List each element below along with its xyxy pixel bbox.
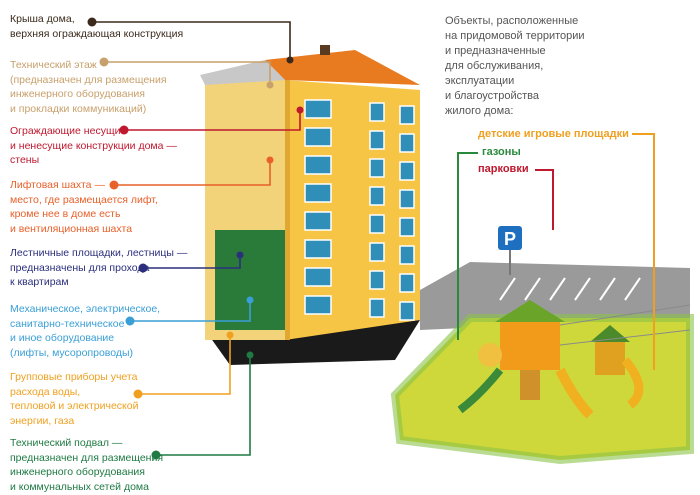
leader-end-meters xyxy=(226,331,234,339)
label-title: Лестничные площадки, лестницы — xyxy=(10,247,188,259)
label-title: Ограждающие несущие xyxy=(10,125,127,137)
leader-line-meters xyxy=(138,335,231,395)
window xyxy=(304,127,332,147)
label-stairs: Лестничные площадки, лестницы — предназна… xyxy=(10,246,187,290)
leader-line-basement xyxy=(156,355,251,456)
window xyxy=(369,130,385,150)
label-text: предназначен для размещения инженерного … xyxy=(10,451,164,493)
label-title: Технический этаж xyxy=(10,59,97,71)
leader-dot-lift xyxy=(109,180,119,190)
playground-equipment xyxy=(457,300,644,419)
label-walls: Ограждающие несущие и ненесущие конструкц… xyxy=(10,124,177,168)
label-title: Крыша дома, xyxy=(10,13,75,25)
leader-lines xyxy=(87,17,304,460)
window xyxy=(399,161,415,181)
window xyxy=(399,301,415,321)
window xyxy=(304,99,332,119)
window xyxy=(399,273,415,293)
window xyxy=(304,155,332,175)
territory-item-parking: парковки xyxy=(478,163,529,175)
window xyxy=(369,158,385,178)
leader-end-stairs xyxy=(236,251,244,259)
leader-line-stairs xyxy=(143,255,241,269)
label-text: предназначены для прохода к квартирам xyxy=(10,261,150,289)
label-meters: Групповые приборы учета расхода воды, теп… xyxy=(10,370,138,428)
label-tech-floor: Технический этаж (предназначен для размещ… xyxy=(10,58,167,116)
leader-line-lift xyxy=(114,160,271,186)
leader-dot-roof xyxy=(87,17,97,27)
label-basement: Технический подвал — предназначен для раз… xyxy=(10,436,163,494)
leader-line-equipment xyxy=(130,300,251,322)
territory-item-lawns: газоны xyxy=(482,146,521,158)
window xyxy=(399,189,415,209)
windows xyxy=(304,99,415,321)
leader-line-roof xyxy=(92,21,291,60)
window xyxy=(399,105,415,125)
window xyxy=(304,211,332,231)
label-text: верхняя ограждающая конструкция xyxy=(10,27,184,40)
leader-dot-tech-floor xyxy=(99,57,109,67)
label-title: Лифтовая шахта — xyxy=(10,179,105,191)
window xyxy=(369,102,385,122)
leader-line-tech-floor xyxy=(104,61,271,85)
window xyxy=(399,217,415,237)
window xyxy=(369,242,385,262)
territory-intro: Объекты, расположенные на придомовой тер… xyxy=(445,15,585,117)
window xyxy=(399,133,415,153)
label-text: и ненесущие конструкции дома — стены xyxy=(10,139,177,167)
window xyxy=(369,298,385,318)
parking-sign-letter: P xyxy=(504,229,516,249)
label-title: Групповые приборы учета xyxy=(10,371,138,383)
label-text: расхода воды, тепловой и электрической э… xyxy=(10,385,139,427)
territory-item-playgrounds: детские игровые площадки xyxy=(478,128,629,140)
leader-dot-basement xyxy=(151,450,161,460)
roof xyxy=(265,50,420,85)
label-text: санитарно-техническое и иное оборудовани… xyxy=(10,317,134,359)
label-text: место, где размещается лифт, кроме нее в… xyxy=(10,193,158,235)
leader-dot-stairs xyxy=(138,263,148,273)
fence xyxy=(559,304,691,346)
window xyxy=(304,239,332,259)
parking-sign xyxy=(498,226,522,250)
label-equipment: Механическое, электрическое, санитарно-те… xyxy=(10,302,160,360)
window xyxy=(369,214,385,234)
leader-end-lift xyxy=(266,156,274,164)
label-title: Механическое, электрическое, xyxy=(10,303,161,315)
window xyxy=(399,245,415,265)
window xyxy=(304,183,332,203)
leader-dot-walls xyxy=(119,125,129,135)
leader-end-tech-floor xyxy=(266,81,274,89)
label-text: (предназначен для размещения инженерного… xyxy=(10,73,167,115)
leader-end-equipment xyxy=(246,296,254,304)
leader-dot-meters xyxy=(133,389,143,399)
leader-end-roof xyxy=(286,56,294,64)
window xyxy=(304,295,332,315)
window xyxy=(304,267,332,287)
parking-lines xyxy=(499,277,641,301)
parking-lot xyxy=(420,262,690,330)
leader-dot-equipment xyxy=(125,316,135,326)
label-lift: Лифтовая шахта — место, где размещается л… xyxy=(10,178,158,236)
leader-end-walls xyxy=(296,106,304,114)
window xyxy=(369,186,385,206)
window xyxy=(369,270,385,290)
label-title: Технический подвал — xyxy=(10,437,123,449)
leader-line-walls xyxy=(124,110,301,131)
label-roof: Крыша дома, верхняя ограждающая конструкц… xyxy=(10,12,183,41)
leader-end-basement xyxy=(246,351,254,359)
